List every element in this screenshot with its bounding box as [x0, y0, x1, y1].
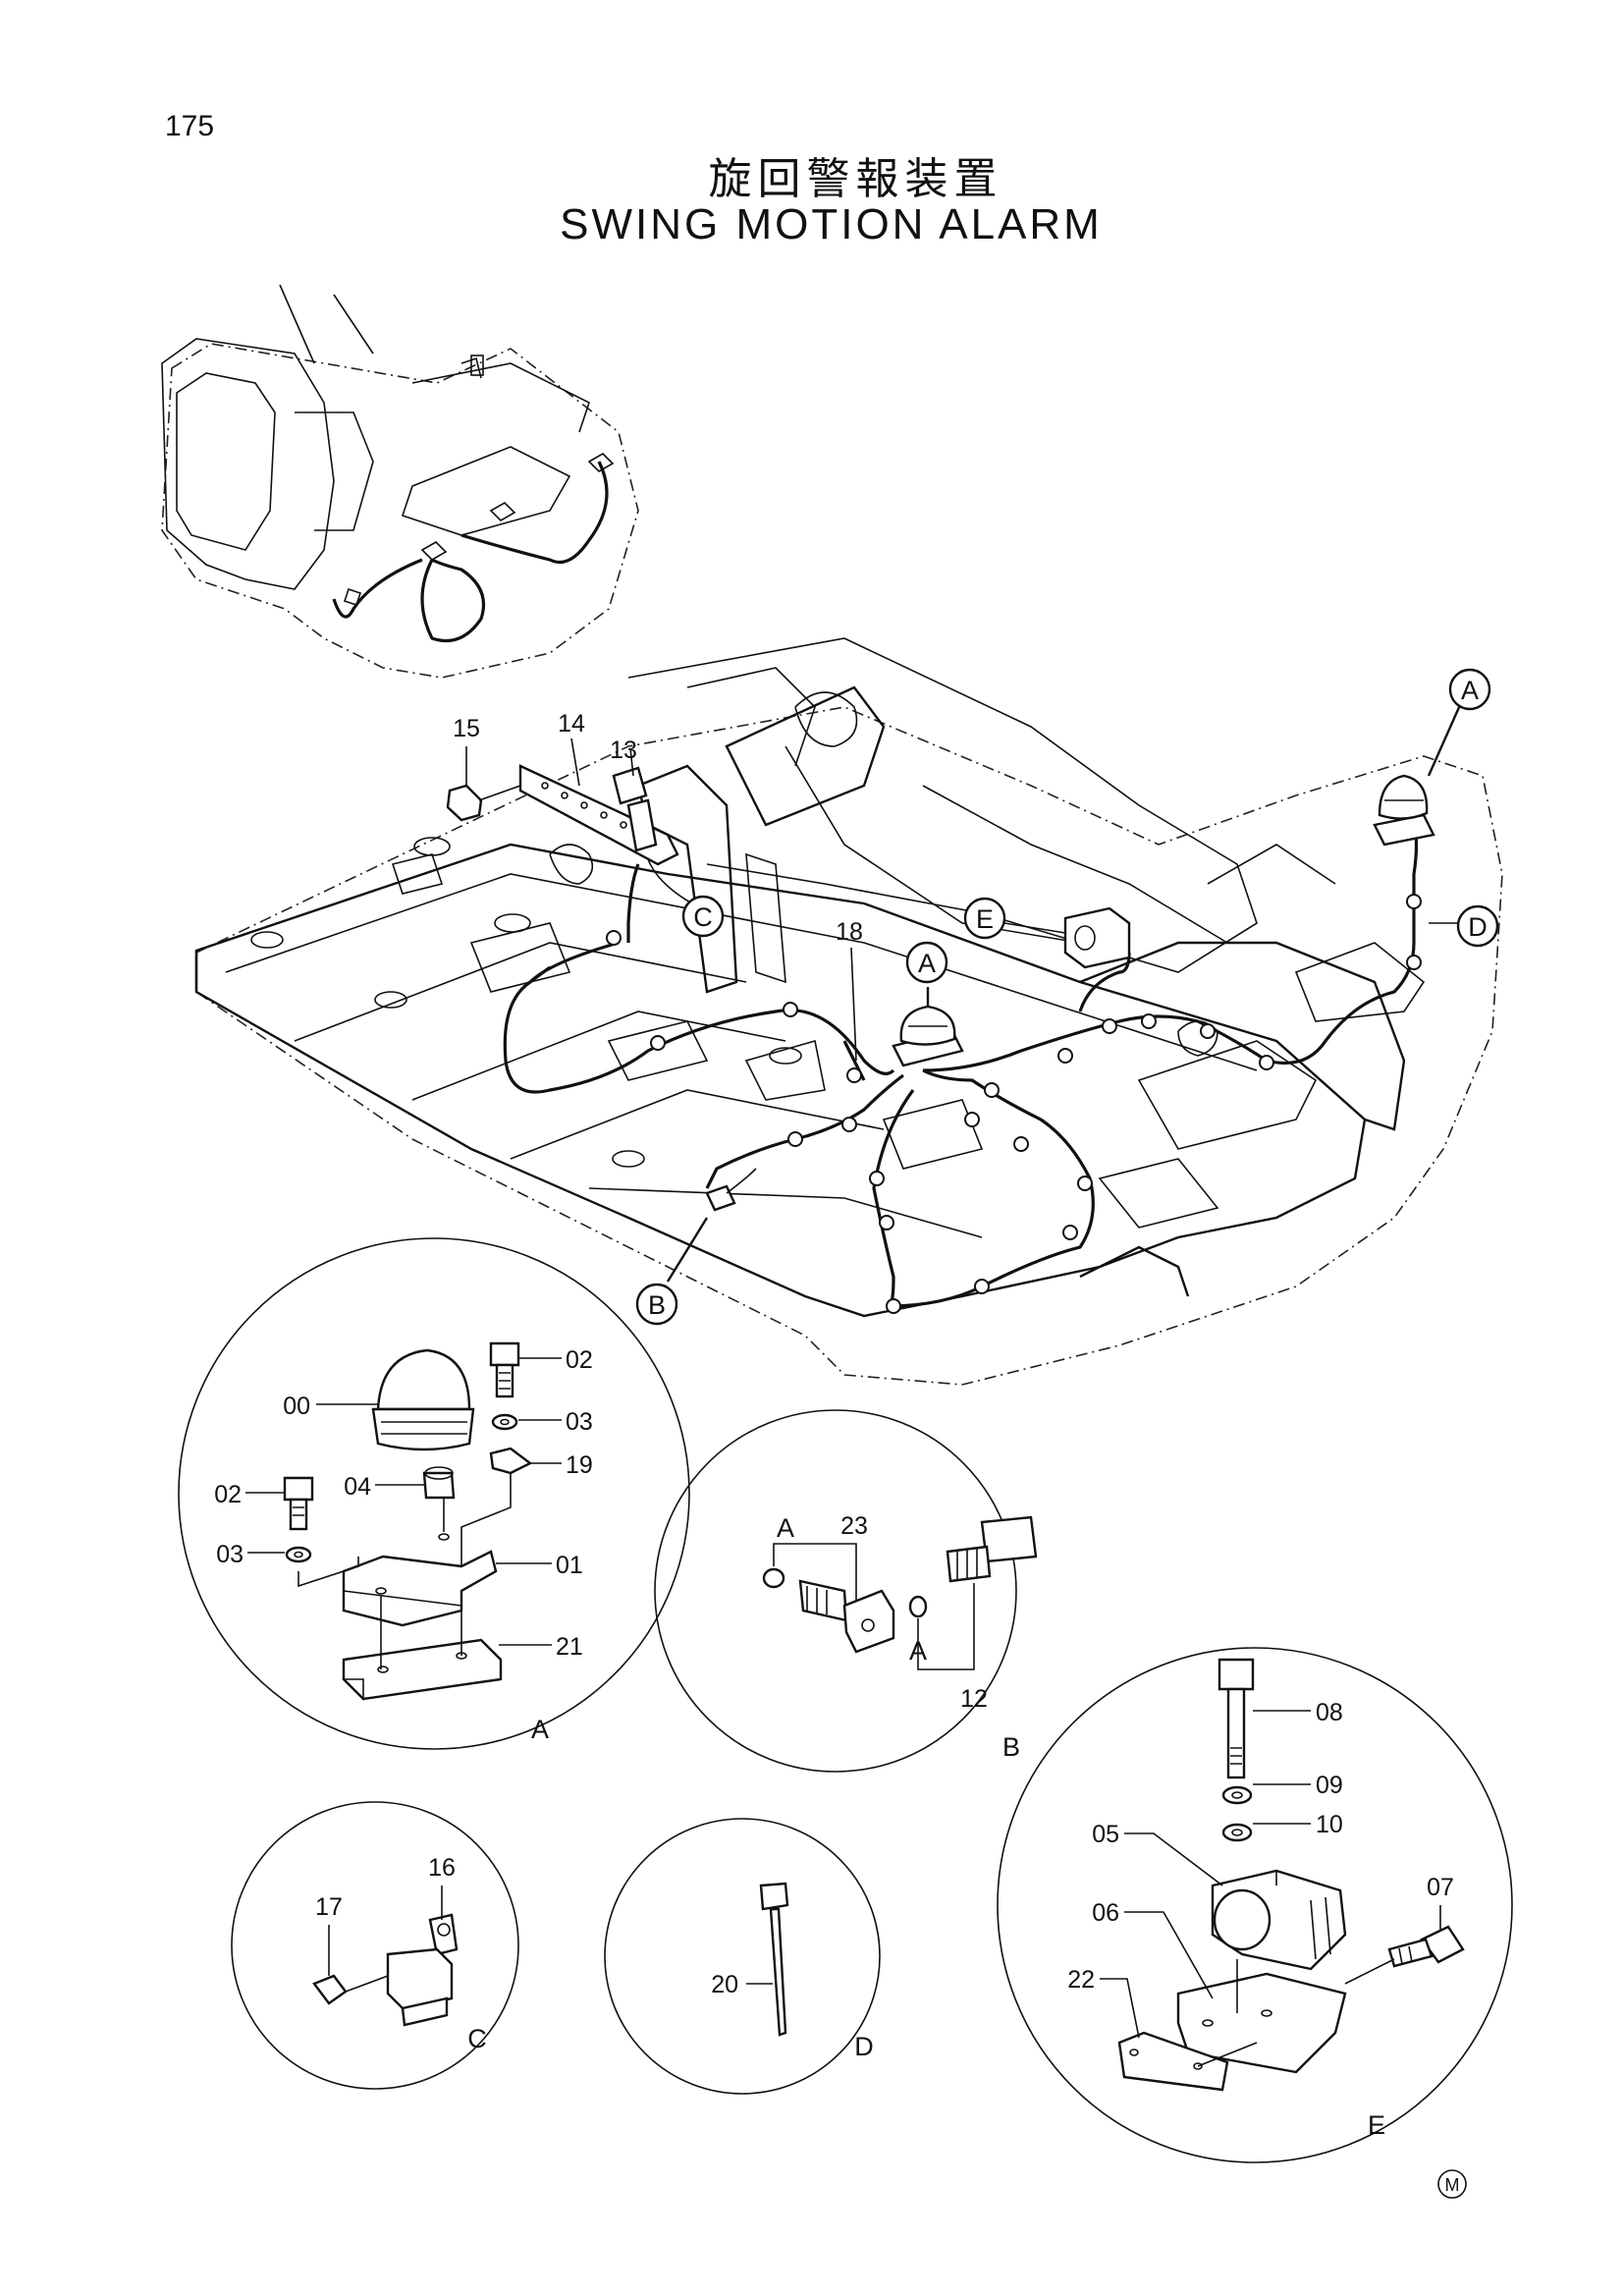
detail-a-label-21: 21 [556, 1633, 583, 1661]
detail-a-label-02-top: 02 [566, 1346, 593, 1374]
detail-e-label-08: 08 [1316, 1699, 1343, 1726]
detail-e-label-10: 10 [1316, 1811, 1343, 1838]
svg-text:B: B [648, 1290, 666, 1320]
detail-e-name: E [1368, 2110, 1385, 2140]
detail-c-name: C [467, 2024, 487, 2053]
svg-text:A: A [918, 949, 936, 978]
detail-c: 16 17 C [231, 1801, 519, 2090]
pressure-switch-on-frame [705, 1168, 757, 1212]
detail-e-label-05: 05 [1092, 1821, 1119, 1848]
detail-b-label-a-bottom: A [909, 1636, 927, 1666]
svg-text:M: M [1445, 2175, 1460, 2195]
detail-e-label-06: 06 [1092, 1899, 1119, 1927]
callout-a-right: A [1448, 668, 1491, 711]
page-number: 175 [165, 110, 215, 142]
detail-a: 00 02 03 04 19 02 03 01 21 A [178, 1237, 690, 1750]
alarm-lamp-center [892, 1005, 964, 1067]
detail-a-name: A [531, 1715, 549, 1744]
detail-a-label-01: 01 [556, 1552, 583, 1579]
part-number-13: 13 [610, 737, 637, 764]
title-japanese: 旋回警報装置 [708, 154, 1003, 204]
callout-a-main: A [905, 941, 948, 984]
svg-text:D: D [1468, 912, 1488, 942]
proximity-switch-on-frame [1063, 906, 1131, 969]
detail-b-name: B [1002, 1732, 1020, 1762]
svg-text:C: C [693, 902, 713, 932]
upperstructure-frame-illustration [194, 637, 1503, 1386]
callout-e: E [963, 897, 1006, 940]
detail-b-label-12: 12 [960, 1685, 988, 1713]
detail-b: 23 A A 12 B [654, 1409, 1038, 1773]
detail-d-label-20: 20 [711, 1971, 738, 1998]
detail-e: 08 09 10 05 07 06 22 E [997, 1647, 1513, 2163]
detail-a-label-03-top: 03 [566, 1408, 593, 1436]
detail-b-label-23: 23 [840, 1512, 868, 1540]
detail-c-label-16: 16 [428, 1854, 456, 1882]
machine-overview-illustration [161, 284, 639, 679]
svg-text:E: E [976, 904, 994, 934]
leader-lines-main [465, 704, 1463, 1283]
detail-e-label-07: 07 [1427, 1874, 1454, 1901]
detail-c-label-17: 17 [315, 1893, 343, 1921]
callout-b: B [635, 1283, 678, 1326]
detail-a-label-04: 04 [344, 1473, 371, 1501]
detail-a-label-03-left: 03 [216, 1541, 243, 1568]
detail-d: 20 D [604, 1818, 881, 2095]
detail-a-label-02-left: 02 [214, 1481, 242, 1508]
callout-d: D [1456, 904, 1499, 948]
title-english: SWING MOTION ALARM [560, 200, 1103, 248]
alarm-lamp-right [1373, 774, 1435, 847]
harness-clips [606, 894, 1422, 1314]
detail-e-label-09: 09 [1316, 1772, 1343, 1799]
detail-a-label-19: 19 [566, 1451, 593, 1479]
detail-b-label-a-top: A [777, 1513, 794, 1543]
wire-harness [503, 810, 1419, 1308]
part-number-15: 15 [453, 715, 480, 742]
detail-d-name: D [854, 2032, 874, 2061]
part-number-14: 14 [558, 710, 585, 738]
detail-a-label-00: 00 [283, 1393, 310, 1420]
bracket-assembly-main [446, 764, 679, 866]
detail-e-label-22: 22 [1067, 1966, 1095, 1994]
part-number-18: 18 [836, 918, 863, 946]
callout-c: C [681, 895, 725, 938]
svg-text:A: A [1461, 676, 1479, 705]
m-mark: M [1437, 2169, 1467, 2199]
